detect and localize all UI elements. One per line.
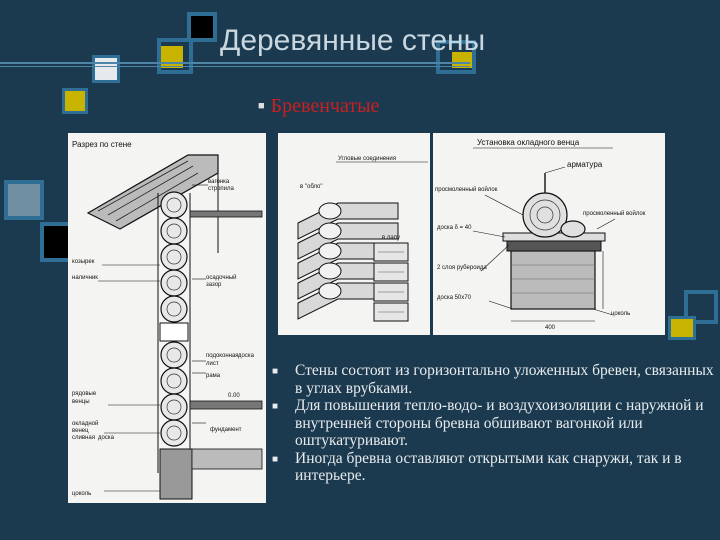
label-zazor: зазор xyxy=(206,282,222,288)
label-ventsy: венцы xyxy=(72,399,90,405)
figure-heading: Разрез по стене xyxy=(72,140,132,149)
bullet-text: Иногда бревна оставляют открытыми как сн… xyxy=(295,449,682,485)
figure-sill-log: Установка окладного венца xyxy=(433,133,665,335)
label-v-lapu: в лапу xyxy=(382,235,400,241)
figure-heading: Установка окладного венца xyxy=(477,138,580,147)
bullet-text: Для повышения тепло-водо- и воздухоизоля… xyxy=(295,397,704,449)
deco-square-slate xyxy=(4,180,44,220)
label-slivnaya: сливная xyxy=(72,435,95,441)
label-doska-delta: доска δ = 40 xyxy=(437,225,472,231)
subtitle-text: Бревенчатые xyxy=(270,95,380,117)
label-prosmolenny-voylok: просмоленный войлок xyxy=(435,186,498,193)
label-zero: 0.00 xyxy=(228,393,240,399)
label-vagonka: вагонка xyxy=(208,179,230,185)
label-ruberoid: 2 слоя рубероида xyxy=(437,265,487,271)
label-tsokol: цоколь xyxy=(611,311,630,317)
bullet-item: ■ Для повышения тепло-водо- и воздухоизол… xyxy=(270,397,715,450)
square-bullet-icon: ■ xyxy=(272,453,279,465)
label-dimension-400: 400 xyxy=(545,325,556,331)
square-bullet-icon: ■ xyxy=(258,100,265,112)
sill-log-drawing: Установка окладного венца xyxy=(435,138,646,331)
label-ryadovye: рядовые xyxy=(72,391,97,397)
deco-square-blue xyxy=(157,38,193,74)
label-rama: рама xyxy=(206,373,221,379)
bullet-item: ■ Стены состоят из горизонтально уложенны… xyxy=(270,362,715,397)
label-doska-50x70: доска 50х70 xyxy=(437,295,472,301)
bullet-list: ■ Стены состоят из горизонтально уложенны… xyxy=(270,362,715,485)
wall-section-drawing: Разрез по стене xyxy=(72,140,263,500)
deco-square-blue xyxy=(436,40,476,74)
label-podokonnaya: подоконная xyxy=(206,353,239,359)
subtitle: ■ Бревенчатые xyxy=(258,95,379,118)
corner-joints-drawing: Угловые соединения в "обло" в xyxy=(297,156,428,322)
label-v-oblo: в "обло" xyxy=(300,184,323,190)
figure-corner-joints: Угловые соединения в "обло" в xyxy=(278,133,430,335)
square-bullet-icon: ■ xyxy=(272,401,279,412)
figure-heading: Угловые соединения xyxy=(338,156,396,162)
label-prosmolenny-voylok-2: просмоленный войлок xyxy=(583,210,646,217)
label-venets: венец xyxy=(72,428,89,434)
deco-square-black xyxy=(187,12,217,42)
deco-square-yellow xyxy=(452,52,472,68)
label-list: лист xyxy=(206,361,219,367)
deco-square-yellow xyxy=(668,316,696,340)
label-armatura: арматура xyxy=(567,160,603,169)
page-title: Деревянные стены xyxy=(220,24,486,57)
deco-square-yellow xyxy=(161,46,183,68)
deco-square-blue xyxy=(684,290,718,324)
label-doska: доска xyxy=(238,353,255,359)
bullet-item: ■ Иногда бревна оставляют открытыми как с… xyxy=(270,450,715,485)
square-bullet-icon: ■ xyxy=(272,366,279,377)
deco-square-yellow xyxy=(62,88,88,114)
figure-wall-section: Разрез по стене xyxy=(68,133,266,503)
title-underline-thin xyxy=(0,66,470,67)
label-fundament: фундамент xyxy=(210,427,242,433)
label-tsokol: цоколь xyxy=(72,491,91,497)
label-stropila: стропила xyxy=(208,186,235,192)
deco-square-white xyxy=(92,55,120,83)
label-osadochny: осадочный xyxy=(206,274,236,281)
label-okladnoy: окладной xyxy=(72,420,98,427)
label-doska-2: доска xyxy=(98,435,115,441)
title-underline xyxy=(0,62,470,64)
label-kozyrek: козырек xyxy=(72,259,95,265)
bullet-text: Стены состоят из горизонтально уложенных… xyxy=(295,362,714,397)
label-nalichnik: наличник xyxy=(72,275,98,281)
